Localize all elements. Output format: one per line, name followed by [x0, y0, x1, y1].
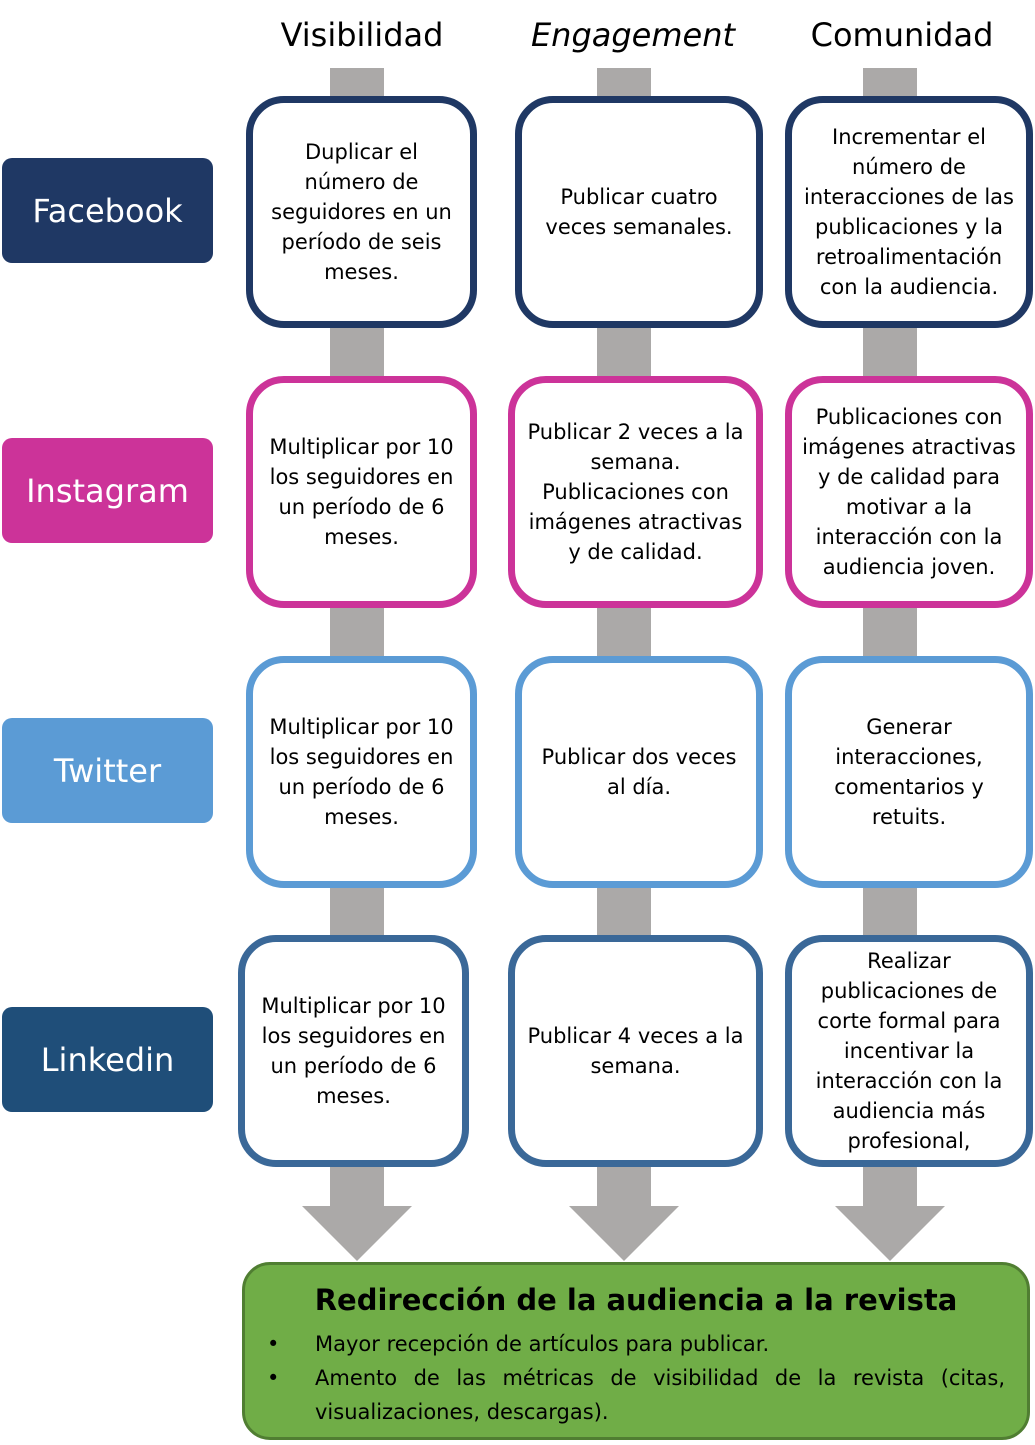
linkedin-comunidad-box: Realizar publicaciones de corte formal p… — [785, 935, 1033, 1167]
column-header-visibilidad: Visibilidad — [280, 16, 444, 54]
arrow-head-comunidad — [835, 1206, 945, 1261]
facebook-engagement-box: Publicar cuatro veces semanales. — [515, 96, 763, 328]
arrow-head-visibilidad — [302, 1206, 412, 1261]
instagram-visibilidad-box: Multiplicar por 10 los seguidores en un … — [246, 376, 477, 608]
column-header-engagement: Engagement — [530, 16, 736, 54]
instagram-engagement-box: Publicar 2 veces a la semana. Publicacio… — [508, 376, 763, 608]
facebook-comunidad-box: Incrementar el número de interacciones d… — [785, 96, 1033, 328]
linkedin-visibilidad-box: Multiplicar por 10 los seguidores en un … — [238, 935, 469, 1167]
column-header-comunidad: Comunidad — [810, 16, 994, 54]
result-item-1-text: Mayor recepción de artículos para public… — [315, 1332, 770, 1356]
result-item-2: • Amento de las métricas de visibilidad … — [267, 1361, 1005, 1429]
linkedin-engagement-box: Publicar 4 veces a la semana. — [508, 935, 763, 1167]
arrow-head-engagement — [569, 1206, 679, 1261]
platform-linkedin: Linkedin — [2, 1007, 213, 1112]
platform-facebook: Facebook — [2, 158, 213, 263]
result-title: Redirección de la audiencia a la revista — [314, 1283, 958, 1317]
bullet-2: • — [267, 1366, 280, 1390]
platform-twitter: Twitter — [2, 718, 213, 823]
facebook-visibilidad-box: Duplicar el número de seguidores en un p… — [246, 96, 477, 328]
twitter-visibilidad-box: Multiplicar por 10 los seguidores en un … — [246, 656, 477, 888]
twitter-engagement-box: Publicar dos veces al día. — [515, 656, 763, 888]
twitter-comunidad-box: Generar interacciones, comentarios y ret… — [785, 656, 1033, 888]
result-item-1: • Mayor recepción de artículos para publ… — [267, 1327, 1005, 1361]
instagram-comunidad-box: Publicaciones con imágenes atractivas y … — [785, 376, 1033, 608]
platform-instagram: Instagram — [2, 438, 213, 543]
result-box: Redirección de la audiencia a la revista… — [242, 1262, 1030, 1440]
bullet-1: • — [267, 1332, 280, 1356]
result-item-2-text: Amento de las métricas de visibilidad de… — [315, 1366, 1005, 1424]
